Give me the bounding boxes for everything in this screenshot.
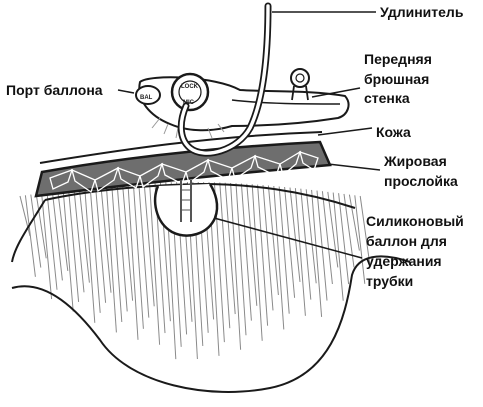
hatch-line (51, 191, 63, 281)
hatch-line (284, 186, 296, 298)
hatch-line (127, 184, 139, 340)
hatch-line (311, 189, 323, 318)
fat-cell (71, 168, 96, 194)
hatch-line (68, 189, 80, 303)
hatch-line (57, 191, 69, 272)
mic-marking: MIC (183, 100, 195, 106)
hatch-line (41, 193, 53, 300)
hatch-line (316, 190, 328, 301)
hatch-line (359, 195, 371, 268)
label-skin: Кожа (376, 124, 411, 140)
label-abdominal-wall-3: стенка (364, 90, 410, 106)
hatch-line (122, 184, 134, 301)
device-flange (231, 99, 341, 105)
fat-cell (139, 162, 164, 189)
label-silicone-balloon-1: Силиконовый (366, 213, 464, 229)
hatch-line (327, 191, 339, 268)
label-silicone-balloon-4: трубки (366, 273, 413, 289)
hatch-line (273, 185, 285, 330)
hatch-line (46, 192, 58, 290)
hatch-line (321, 191, 333, 285)
hatch-line (251, 184, 263, 341)
leader-lines (117, 11, 381, 259)
label-silicone-balloon-3: удержания (366, 253, 442, 269)
fat-cell (49, 168, 74, 190)
hatch-line (62, 190, 74, 312)
label-abdominal-wall-2: брюшная (364, 71, 429, 87)
label-fat-layer-2: прослойка (384, 173, 458, 189)
hatch-line (73, 189, 85, 293)
fat-cell (117, 166, 141, 189)
tissue-hatching (19, 181, 371, 360)
balloon-port-cap (135, 85, 161, 105)
fat-cell (279, 150, 302, 177)
hatch-line (116, 185, 128, 312)
label-fat-layer-1: Жировая (383, 153, 447, 169)
fat-cell (231, 154, 257, 181)
hatch-line (338, 193, 350, 285)
hatch-line (278, 186, 290, 314)
hatch-line (267, 185, 279, 296)
label-balloon-port: Порт баллона (6, 82, 103, 98)
hatch-line (84, 188, 96, 323)
hatch-line (149, 182, 161, 345)
hatch-line (332, 192, 344, 301)
fat-cell (207, 158, 233, 181)
bal-marking: BAL (140, 95, 153, 101)
stomach-outline (11, 199, 411, 393)
skin-line (39, 131, 323, 164)
tube-stem (180, 180, 192, 222)
fat-cell (185, 158, 210, 185)
hatch-line (289, 187, 301, 282)
fat-cell (299, 150, 319, 171)
hatch-line (230, 182, 242, 350)
hatch-line (262, 185, 274, 311)
hatch-line (132, 183, 144, 329)
lock-ring (170, 72, 210, 112)
hatch-line (95, 186, 107, 303)
hatch-line (24, 195, 36, 277)
label-abdominal-wall-1: Передняя (364, 51, 432, 67)
label-extension: Удлинитель (380, 4, 464, 20)
hatch-line (111, 185, 123, 323)
tissue-upper-edge (44, 182, 356, 209)
fat-cell (254, 155, 281, 177)
hatch-line (354, 195, 366, 284)
hatch-line (235, 183, 247, 336)
hatch-line (224, 182, 236, 315)
hatch-line (219, 182, 231, 329)
hatch-line (138, 183, 150, 318)
hatch-line (19, 195, 31, 237)
hatch-line (257, 184, 269, 326)
fat-cell (94, 166, 120, 193)
hatch-line (300, 188, 312, 300)
hatch-line (294, 188, 306, 316)
hatch-line (348, 194, 360, 251)
hatch-line (78, 188, 90, 283)
hatch-line (143, 183, 155, 307)
hatch-line (89, 187, 101, 313)
label-silicone-balloon-2: баллон для (366, 233, 447, 249)
hatch-line (105, 185, 117, 333)
hatch-line (240, 183, 252, 321)
hatch-line (30, 194, 42, 268)
hatch-line (246, 183, 258, 306)
lock-marking: LOCK (181, 84, 199, 90)
highlight-rays (151, 117, 225, 139)
hatch-line (35, 193, 47, 259)
hatch-line (100, 186, 112, 293)
hatch-line (305, 189, 317, 284)
